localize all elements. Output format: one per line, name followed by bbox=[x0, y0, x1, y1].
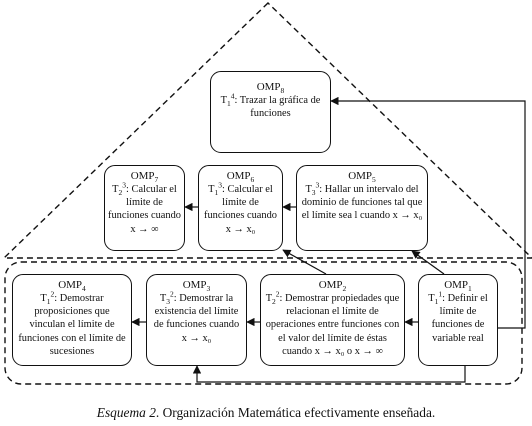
omp5-sub: 5 bbox=[372, 175, 376, 185]
caption-text: . Organización Matemática efectivamente … bbox=[155, 405, 436, 420]
omp1-text: : Definir el límite de funciones de vari… bbox=[431, 293, 488, 344]
omp6-sub: 6 bbox=[250, 175, 255, 185]
omp3-label: OMP bbox=[182, 279, 207, 291]
node-omp7: OMP7 T23: Calcular el límite de funcione… bbox=[104, 165, 185, 251]
omp7-task: T bbox=[112, 184, 119, 195]
node-omp8: OMP8 T14: Trazar la gráfica de funciones bbox=[210, 71, 331, 153]
omp2-text: : Demostrar propiedades que relacionan e… bbox=[265, 293, 400, 357]
omp4-text: : Demostrar proposiciones que vinculan e… bbox=[18, 293, 126, 357]
omp4-task-sub: 1 bbox=[46, 297, 51, 307]
arrow-omp1-omp3 bbox=[192, 365, 466, 383]
omp1-task-sub: 1 bbox=[434, 297, 439, 307]
omp3-sub: 3 bbox=[206, 284, 211, 294]
omp5-text: : Hallar un intervalo del dominio de fun… bbox=[301, 184, 423, 222]
omp4-label: OMP bbox=[58, 279, 83, 291]
omp4-sub: 4 bbox=[82, 284, 86, 294]
arrow-omp2-omp6 bbox=[282, 249, 327, 275]
omp1-label: OMP bbox=[444, 279, 469, 291]
omp8-task-sub: 1 bbox=[226, 99, 231, 109]
omp3-text: : Demostrar la existencia del límite de … bbox=[153, 293, 240, 344]
arrow-omp1-omp5 bbox=[411, 250, 445, 275]
omp2-task-sub: 2 bbox=[272, 297, 276, 307]
omp8-text: : Trazar la gráfica de funciones bbox=[234, 95, 321, 120]
omp1-task: T bbox=[428, 293, 435, 304]
omp3-task-sub: 3 bbox=[166, 297, 170, 307]
omp3-task: T bbox=[159, 293, 167, 304]
omp8-label: OMP bbox=[256, 81, 281, 93]
omp8-sub: 8 bbox=[280, 86, 285, 96]
omp4-task: T bbox=[40, 293, 47, 304]
omp6-task-sup: 3 bbox=[218, 180, 223, 190]
omp6-task-sub: 1 bbox=[214, 188, 219, 198]
omp7-text: : Calcular el límite de funciones cuando… bbox=[108, 184, 181, 235]
omp8-task: T bbox=[220, 95, 227, 106]
omp7-task-sub: 2 bbox=[118, 188, 123, 198]
dashed-triangle bbox=[2, 2, 532, 259]
omp5-label: OMP bbox=[348, 170, 373, 182]
node-omp2: OMP2 T22: Demostrar propiedades que rela… bbox=[260, 274, 405, 366]
omp2-task: T bbox=[265, 293, 273, 304]
dashed-group-frame bbox=[4, 261, 523, 385]
omp1-sub: 1 bbox=[468, 284, 472, 294]
omp7-task-sup: 3 bbox=[122, 180, 127, 190]
node-omp1: OMP1 T11: Definir el límite de funciones… bbox=[418, 274, 498, 366]
omp2-sub: 2 bbox=[342, 284, 347, 294]
caption-label: Esquema 2 bbox=[96, 405, 156, 420]
node-omp3: OMP3 T32: Demostrar la existencia del lí… bbox=[146, 274, 247, 366]
node-omp6: OMP6 T13: Calcular el límite de funcione… bbox=[198, 165, 283, 251]
omp6-label: OMP bbox=[226, 170, 251, 182]
figure-caption: Esquema 2. Organización Matemática efect… bbox=[0, 405, 532, 421]
node-omp4: OMP4 T12: Demostrar proposiciones que vi… bbox=[12, 274, 132, 366]
omp2-task-sup: 2 bbox=[275, 289, 280, 299]
omp3-task-sup: 2 bbox=[169, 289, 174, 299]
omp4-task-sup: 2 bbox=[50, 289, 55, 299]
omp2-label: OMP bbox=[318, 279, 343, 291]
omp6-text: : Calcular el límite de funciones cuando… bbox=[204, 184, 277, 235]
omp7-label: OMP bbox=[130, 170, 155, 182]
omp7-sub: 7 bbox=[154, 175, 159, 185]
omp6-task: T bbox=[208, 184, 215, 195]
arrow-omp1-omp8 bbox=[330, 96, 526, 329]
node-omp5: OMP5 T33: Hallar un intervalo del domini… bbox=[296, 165, 428, 251]
omp5-task-sub: 3 bbox=[311, 188, 316, 198]
omp1-task-sup: 1 bbox=[438, 289, 443, 299]
omp8-task-sup: 4 bbox=[230, 91, 235, 101]
omp5-task: T bbox=[305, 184, 312, 195]
omp5-task-sup: 3 bbox=[315, 180, 320, 190]
